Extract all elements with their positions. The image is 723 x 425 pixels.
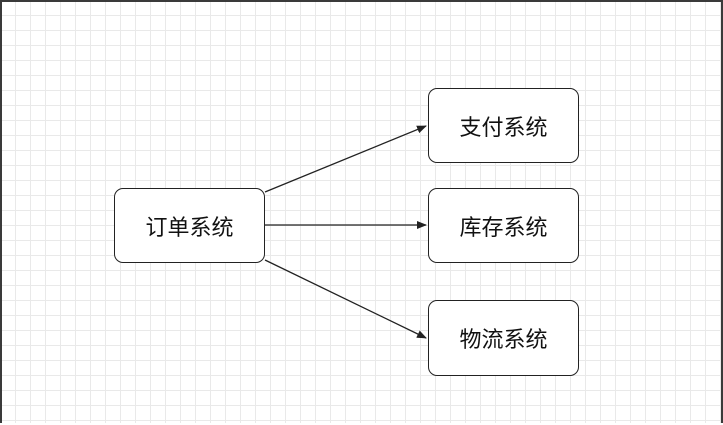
node-logistics-system[interactable]: 物流系统 <box>428 300 579 376</box>
node-payment-label: 支付系统 <box>459 115 548 141</box>
node-order-system[interactable]: 订单系统 <box>114 188 265 263</box>
node-inventory-system[interactable]: 库存系统 <box>428 188 579 263</box>
edge-order-to-payment <box>264 125 427 193</box>
node-logistics-label: 物流系统 <box>459 328 548 353</box>
edge-order-to-logistics <box>264 259 427 339</box>
node-inventory-label: 库存系统 <box>459 215 548 241</box>
node-payment-system[interactable]: 支付系统 <box>428 88 579 163</box>
node-order-label: 订单系统 <box>145 215 234 241</box>
